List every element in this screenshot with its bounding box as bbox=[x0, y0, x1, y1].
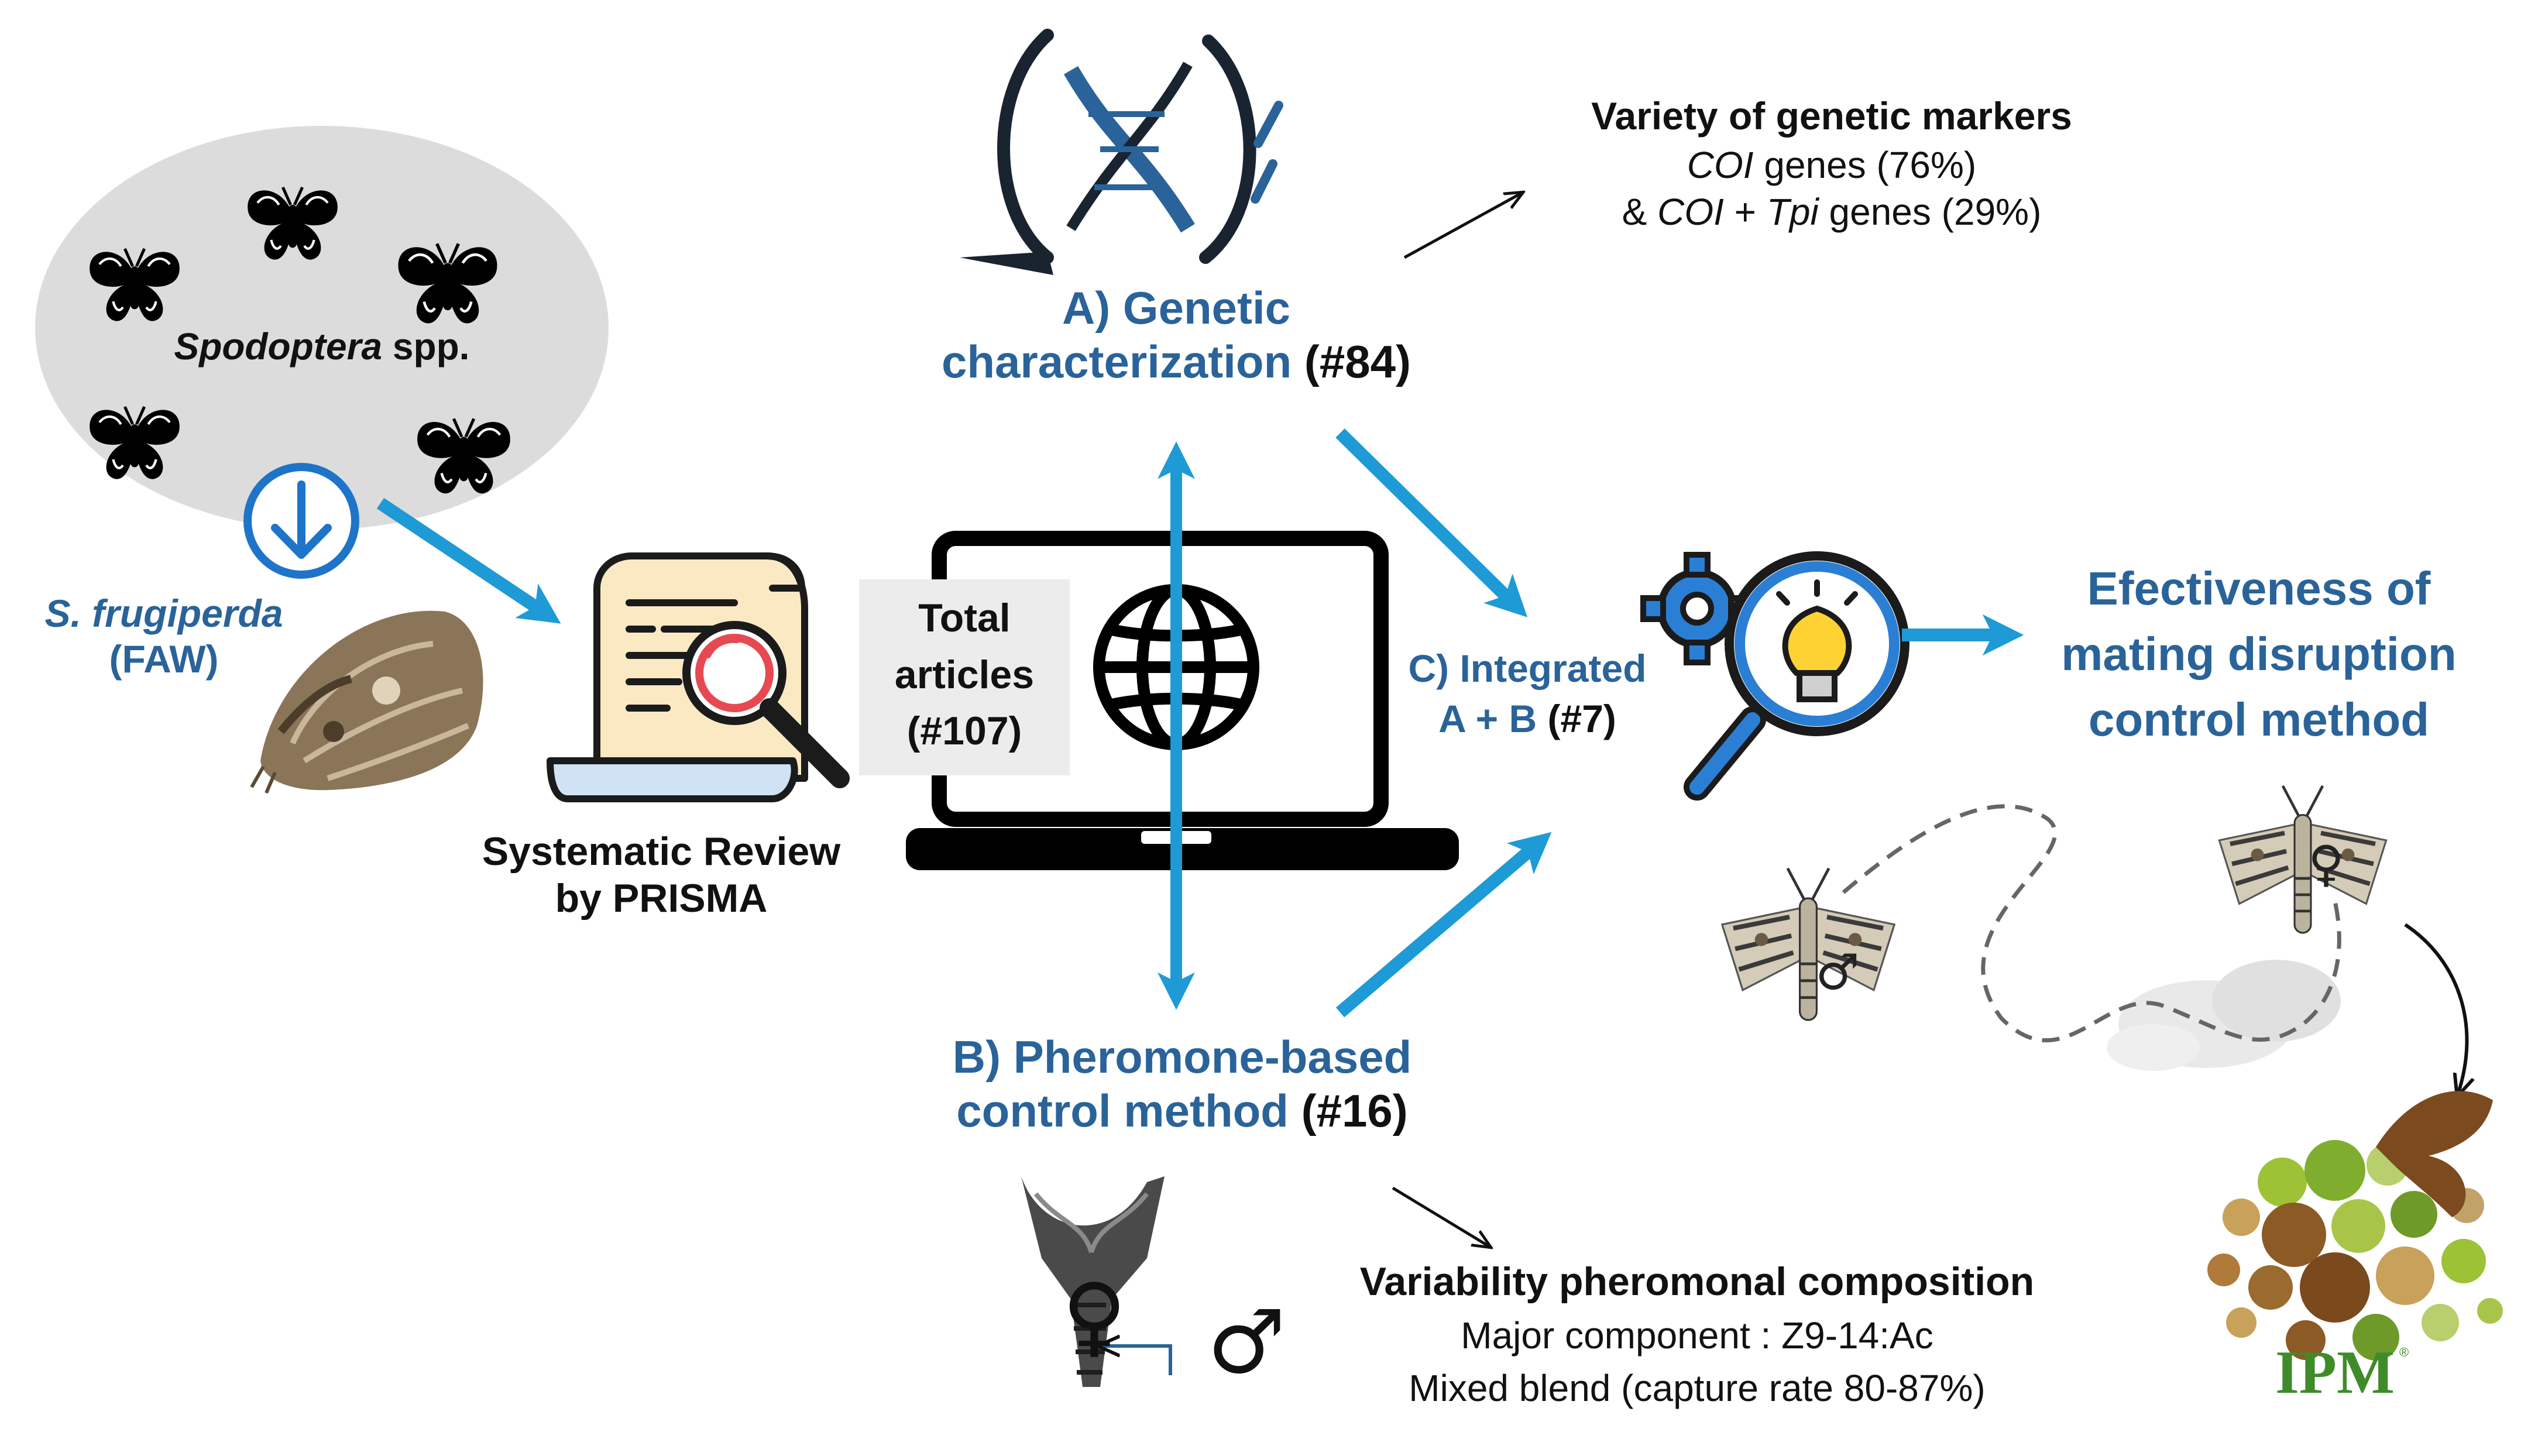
total-line-3: (#107) bbox=[906, 709, 1022, 754]
branch-c-line-1: C) Integrated bbox=[1408, 647, 1647, 690]
species-cloud bbox=[35, 126, 609, 530]
outcome-label: Efectiveness of mating disruption contro… bbox=[2001, 556, 2516, 753]
gear-bulb-magnifier-icon bbox=[1640, 551, 1909, 801]
total-articles-label: Total articles (#107) bbox=[859, 590, 1070, 760]
down-arrow-circle-icon bbox=[243, 463, 359, 579]
pheromone-line-2: Mixed blend (capture rate 80-87%) bbox=[1409, 1367, 1986, 1409]
branch-c-count: (#7) bbox=[1537, 696, 1616, 740]
female-moth-symbol: ♀ bbox=[2308, 835, 2344, 892]
female-symbol: ♀ bbox=[1062, 1265, 1126, 1367]
arrow-a-to-c bbox=[1335, 428, 1528, 617]
faw-name: S. frugiperda bbox=[44, 592, 283, 635]
ipm-logo bbox=[2207, 1091, 2503, 1361]
branch-a-count: (#84) bbox=[1292, 336, 1411, 388]
review-line-1: Systematic Review bbox=[482, 829, 841, 874]
pheromone-title: Variability pheromonal composition bbox=[1359, 1259, 2035, 1304]
arrow-to-ipm bbox=[2404, 923, 2467, 1094]
fall-armyworm-moth-image bbox=[250, 610, 483, 794]
outcome-line-1: Efectiveness of bbox=[2087, 562, 2431, 614]
review-label: Systematic Review by PRISMA bbox=[410, 828, 913, 922]
branch-a-line-2: characterization bbox=[942, 336, 1292, 388]
faw-label: S. frugiperda (FAW) bbox=[12, 591, 316, 682]
dna-icon bbox=[960, 29, 1283, 275]
arrow-to-pheromone bbox=[1392, 1186, 1489, 1246]
flight-path bbox=[1842, 804, 2341, 1042]
branch-b-line-1: B) Pheromone-based bbox=[952, 1031, 1412, 1083]
review-line-2: by PRISMA bbox=[555, 876, 768, 921]
outcome-line-2: mating disruption bbox=[2061, 628, 2457, 680]
pheromone-moth-image bbox=[1021, 1176, 1165, 1387]
pheromone-line-1: Major component : Z9-14:Ac bbox=[1461, 1314, 1933, 1357]
arrow-b-to-c bbox=[1335, 832, 1552, 1018]
smoke-cloud bbox=[2107, 960, 2341, 1071]
male-moth-icon bbox=[1722, 868, 1894, 1020]
total-line-1: Total bbox=[918, 596, 1011, 640]
total-line-2: articles bbox=[894, 652, 1035, 697]
branch-b-count: (#16) bbox=[1288, 1085, 1408, 1137]
arrow-to-markers bbox=[1403, 193, 1521, 259]
arrow-cloud-to-review bbox=[376, 497, 561, 624]
branch-c-label: C) Integrated A + B (#7) bbox=[1363, 644, 1691, 744]
branch-a-label: A) Genetic characterization (#84) bbox=[849, 281, 1504, 389]
female-moth-icon bbox=[2219, 786, 2386, 933]
branch-c-line-2: A + B bbox=[1438, 696, 1537, 740]
species-label: Spodoptera spp. bbox=[174, 325, 470, 368]
attraction-arrow bbox=[1100, 1346, 1172, 1375]
document-search-icon bbox=[547, 552, 850, 802]
male-symbol: ♂ bbox=[1207, 1292, 1286, 1393]
ipm-label: IPM bbox=[2275, 1338, 2395, 1406]
male-moth-symbol: ♂ bbox=[1815, 943, 1859, 1001]
ipm-registered-mark: ® bbox=[2399, 1345, 2409, 1359]
markers-line-1: COI genes (76%) bbox=[1687, 144, 1977, 186]
branch-b-line-2: control method bbox=[956, 1085, 1289, 1137]
markers-line-2: & COI + Tpi genes (29%) bbox=[1622, 191, 2042, 233]
markers-title: Variety of genetic markers bbox=[1591, 94, 2072, 138]
total-articles-box bbox=[859, 579, 1070, 775]
faw-abbr: (FAW) bbox=[109, 637, 219, 681]
branch-b-label: B) Pheromone-based control method (#16) bbox=[808, 1030, 1557, 1138]
outcome-line-3: control method bbox=[2088, 693, 2430, 746]
branch-a-line-1: A) Genetic bbox=[1062, 282, 1291, 334]
